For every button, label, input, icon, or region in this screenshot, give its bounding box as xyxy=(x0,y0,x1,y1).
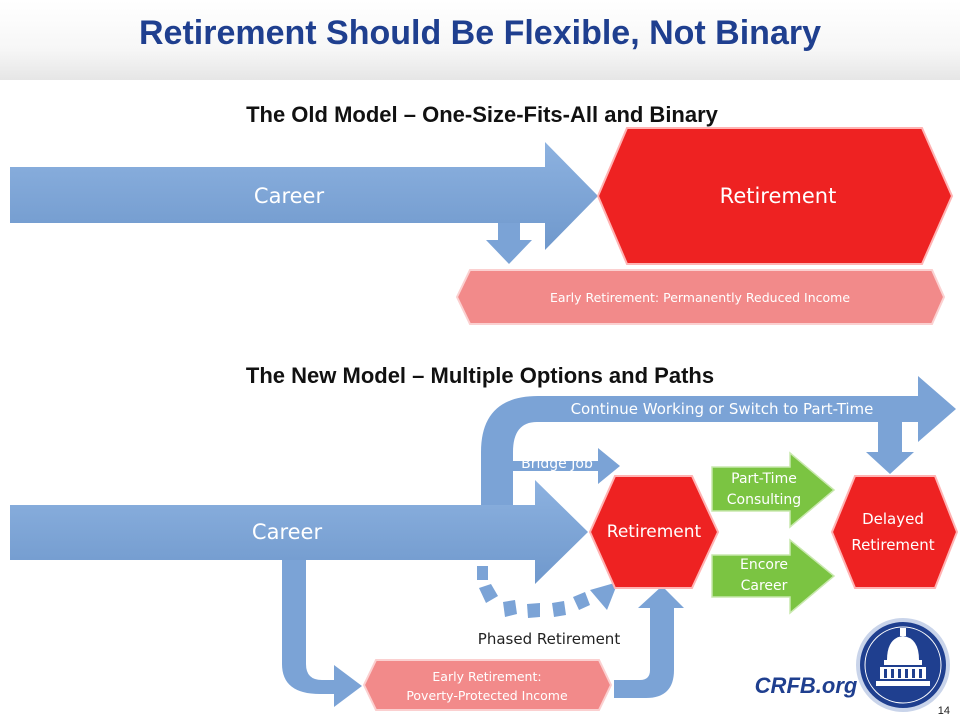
old-retirement-label: Retirement xyxy=(720,184,837,208)
new-career-arrow xyxy=(10,480,588,584)
new-retirement-hexagon xyxy=(588,475,720,589)
old-career-label: Career xyxy=(254,184,325,208)
phased-retirement-dashed-arrow xyxy=(477,566,618,618)
bridge-job-arrow xyxy=(513,448,620,484)
old-early-retirement-bar xyxy=(455,269,946,325)
capitol-dome-seal-icon xyxy=(856,618,950,712)
slide-title: Retirement Should Be Flexible, Not Binar… xyxy=(138,14,821,52)
new-early-retirement-box xyxy=(362,659,613,711)
encore-career-line2: Career xyxy=(741,578,788,594)
new-early-retirement-label-line2: Poverty-Protected Income xyxy=(406,688,568,703)
bridge-job-label: Bridge Job xyxy=(521,456,593,472)
delayed-drop-arrow xyxy=(866,422,914,474)
new-early-retirement-label-line1: Early Retirement: xyxy=(432,669,541,684)
encore-career-arrow xyxy=(711,538,836,615)
part-time-consulting-line1: Part-Time xyxy=(731,471,797,487)
continue-working-arrow xyxy=(481,376,956,508)
new-retirement-label: Retirement xyxy=(607,522,702,542)
old-retirement-hexagon xyxy=(596,127,954,265)
early-retirement-path-arrow xyxy=(282,560,362,707)
delayed-retirement-line2: Retirement xyxy=(851,536,934,554)
encore-career-line1: Encore xyxy=(740,557,788,573)
old-career-arrow xyxy=(10,142,598,250)
title-bar: Retirement Should Be Flexible, Not Binar… xyxy=(0,0,960,80)
part-time-consulting-arrow xyxy=(711,451,836,529)
part-time-consulting-line2: Consulting xyxy=(727,492,801,508)
old-early-retirement-label: Early Retirement: Permanently Reduced In… xyxy=(550,290,850,305)
new-career-label: Career xyxy=(252,520,323,544)
delayed-retirement-line1: Delayed xyxy=(862,510,924,528)
page-number: 14 xyxy=(938,705,950,717)
early-to-retirement-arrow xyxy=(614,586,684,698)
new-model-heading: The New Model – Multiple Options and Pat… xyxy=(246,363,714,388)
crfb-org-text: CRFB.org xyxy=(755,673,858,698)
old-early-drop-arrow xyxy=(486,200,532,264)
phased-retirement-label: Phased Retirement xyxy=(478,630,621,648)
delayed-retirement-hexagon xyxy=(830,475,959,589)
old-model-heading: The Old Model – One-Size-Fits-All and Bi… xyxy=(246,102,719,127)
continue-working-label: Continue Working or Switch to Part-Time xyxy=(571,400,874,418)
